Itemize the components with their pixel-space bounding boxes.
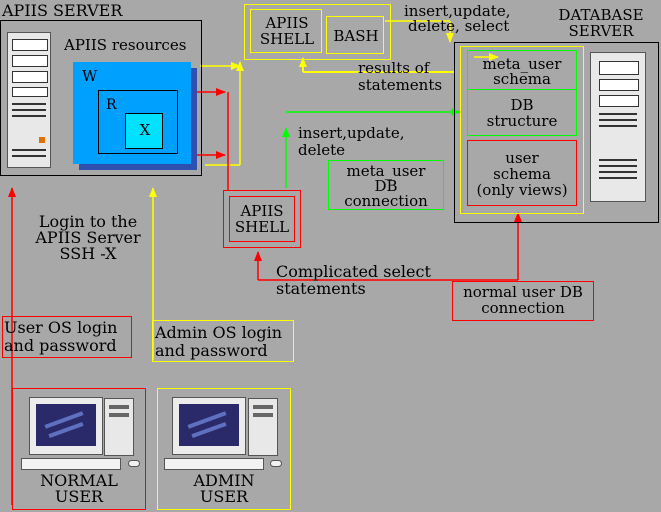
resource-r-label: R — [106, 97, 117, 113]
user-os-login-line2: and password — [4, 336, 117, 355]
resource-w-label: W — [82, 67, 98, 85]
lower-shell-line1: APIIS — [240, 202, 284, 220]
normal-user-line2: USER — [54, 487, 104, 506]
insert-update-delete-label-line1: insert,update, — [298, 124, 405, 142]
meta-user-db-connection-box: meta_user DB connection — [328, 160, 444, 210]
complicated-select-label-line1: Complicated select — [276, 262, 431, 281]
login-label-line1: Login to the — [38, 212, 138, 231]
lower-shell-line2: SHELL — [234, 218, 290, 236]
meta-user-schema-line1: meta_user — [482, 55, 562, 73]
top-shell-line1: APIIS — [265, 14, 309, 32]
meta-user-schema-box: meta_user schema DB structure — [467, 50, 577, 136]
resource-x-block: X — [125, 113, 163, 149]
meta-user-schema-line2: schema — [493, 70, 551, 88]
insert-select-label-line1: insert,update, — [404, 2, 511, 20]
user-schema-line3: (only views) — [476, 181, 568, 199]
meta-user-schema-divider — [468, 89, 576, 90]
bash-label: BASH — [333, 27, 379, 45]
lower-shell-frame — [223, 190, 301, 248]
results-label-line2: statements — [358, 76, 443, 94]
normal-user-db-connection-box: normal user DB connection — [452, 281, 594, 321]
db-structure-line2: structure — [486, 112, 558, 130]
login-label-line3: SSH -X — [59, 244, 117, 263]
database-server-title-line1: DATABASE — [558, 6, 644, 24]
meta-user-connection-line1: meta_user — [346, 162, 426, 180]
top-shell-line2: SHELL — [259, 30, 315, 48]
normal-user-connection-line2: connection — [481, 299, 565, 317]
database-server-frame — [454, 42, 659, 223]
admin-user-line2: USER — [199, 487, 249, 506]
admin-os-login-line2: and password — [155, 341, 268, 360]
admin-os-login-line1: Admin OS login — [155, 323, 283, 342]
lower-apiis-shell-box: APIIS SHELL — [229, 196, 295, 242]
top-shell-group-frame — [244, 4, 391, 60]
user-os-login-line1: User OS login — [4, 318, 118, 337]
user-os-login-box: User OS login and password — [2, 316, 132, 358]
normal-user-frame — [12, 388, 146, 510]
admin-user-frame — [157, 388, 291, 510]
admin-os-login-box: Admin OS login and password — [152, 320, 294, 362]
user-schema-box: user schema (only views) — [467, 140, 577, 206]
admin-user-line1: ADMIN — [193, 471, 255, 490]
user-schema-line2: schema — [493, 165, 551, 183]
database-server-tower-icon — [590, 52, 646, 202]
user-schema-line1: user — [505, 149, 539, 167]
apiis-server-title: APIIS SERVER — [2, 1, 123, 20]
bash-box: BASH — [326, 16, 384, 54]
insert-select-label-line2: delete, select — [408, 17, 510, 35]
normal-user-connection-line1: normal user DB — [463, 283, 583, 301]
resource-x-label: X — [139, 121, 151, 139]
database-server-title-line2: SERVER — [568, 22, 634, 40]
meta-user-connection-line3: connection — [344, 192, 428, 210]
resource-r-block: R — [98, 90, 178, 154]
apiis-server-frame — [0, 20, 202, 176]
apiis-resources-label: APIIS resources — [64, 36, 187, 54]
meta-user-connection-line2: DB — [374, 177, 398, 195]
top-apiis-shell-box: APIIS SHELL — [250, 9, 322, 53]
insert-update-delete-label-line2: delete — [298, 141, 346, 159]
db-structure-line1: DB — [510, 96, 534, 114]
server-tower-icon — [7, 32, 51, 168]
database-schemas-frame — [460, 46, 584, 214]
complicated-select-label-line2: statements — [276, 279, 366, 298]
normal-user-line1: NORMAL — [40, 471, 118, 490]
login-label-line2: APIIS Server — [35, 228, 141, 247]
results-label-line1: results of — [358, 59, 430, 77]
